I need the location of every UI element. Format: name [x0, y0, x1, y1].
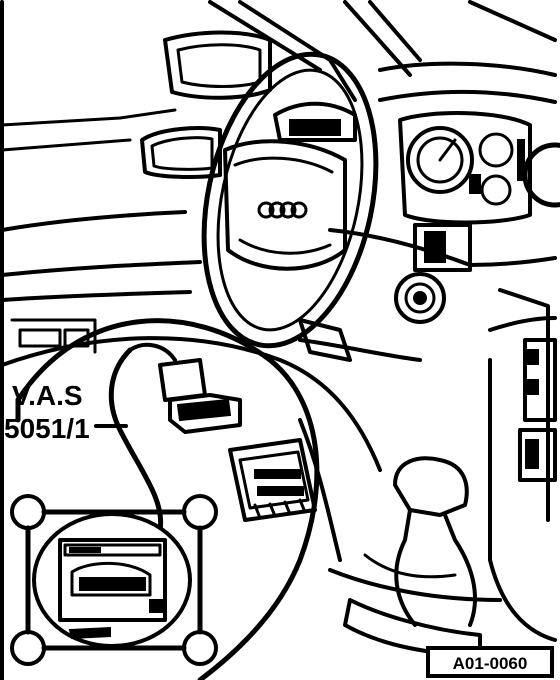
figure-code-box: A01-0060 — [426, 646, 554, 678]
center-console — [488, 142, 560, 642]
detail-zoom-circle — [15, 318, 320, 680]
left-air-vent — [140, 30, 272, 179]
ignition-area — [394, 223, 472, 324]
tool-label: V.A.S 5051/1 — [4, 380, 128, 444]
tool-label-line2: 5051/1 — [4, 413, 90, 444]
instrument-cluster — [398, 111, 532, 225]
diagnostic-cable — [108, 347, 164, 533]
diagnostic-connector-icon — [128, 342, 242, 434]
diagnostic-tester-icon — [10, 494, 218, 666]
four-rings-logo-icon — [257, 201, 308, 219]
windshield-frame — [0, 0, 557, 152]
steering-wheel-icon — [201, 51, 379, 362]
figure-code: A01-0060 — [453, 654, 528, 673]
dashboard-contours — [0, 61, 557, 362]
dash-socket-icon — [228, 438, 317, 522]
tool-label-line1: V.A.S — [12, 380, 83, 411]
